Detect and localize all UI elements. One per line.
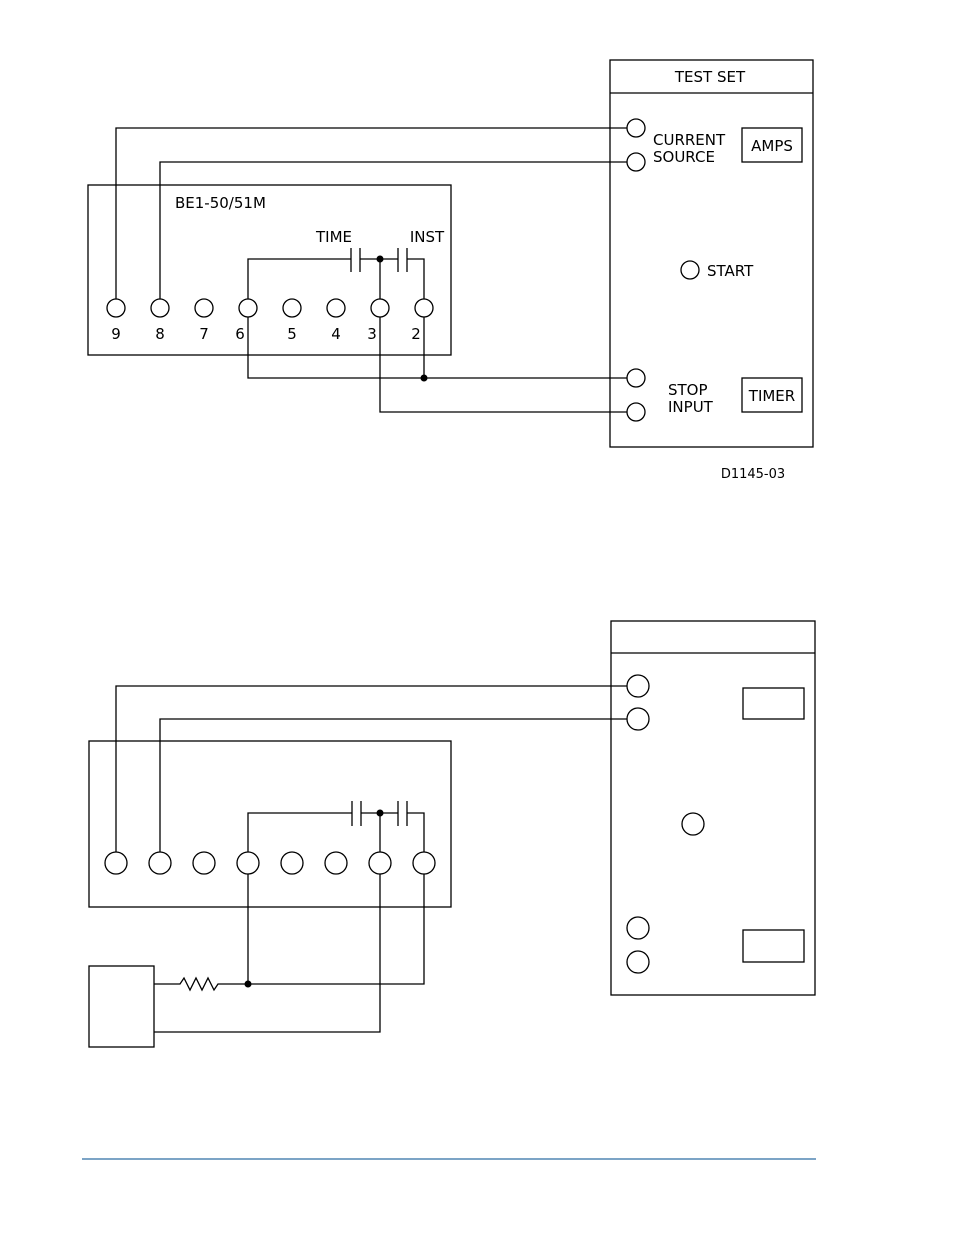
terminal-number: 3 (367, 325, 377, 343)
relay-terminal-2 (414, 298, 434, 318)
current-source-terminal-2 (626, 152, 646, 172)
figure-1-wiring (115, 127, 627, 413)
input-label: INPUT (668, 398, 714, 416)
test-set-box-2 (610, 620, 816, 996)
stop-label: STOP (668, 381, 708, 399)
amps-meter (741, 127, 803, 163)
wire-t6-to-time-contact (247, 812, 352, 852)
relay-terminal (324, 851, 348, 875)
stop-input-terminal-2 (626, 950, 650, 974)
relay-outline-2 (88, 740, 452, 908)
relay-terminal-5 (282, 298, 302, 318)
external-source-box (88, 965, 155, 1048)
relay-terminal-8 (150, 298, 170, 318)
wire-t9-to-current-source (115, 685, 627, 852)
time-inst-contacts (247, 248, 425, 299)
start-terminal (680, 260, 700, 280)
terminal-number: 9 (111, 325, 121, 343)
current-source-terminal-1 (626, 674, 650, 698)
wire-t3-to-source (154, 874, 381, 1033)
amps-meter-2 (742, 687, 805, 720)
timer-display (741, 377, 803, 413)
relay-terminal (412, 851, 436, 875)
wire-inst-contact-to-t2 (407, 258, 425, 299)
relay-terminal-numbers: 9 8 7 6 5 4 3 2 (111, 325, 421, 343)
figure-2-wiring (115, 685, 627, 1033)
test-set-outline-2 (610, 620, 816, 996)
junction-dot (376, 255, 384, 263)
wire-t9-to-current-source (115, 127, 627, 299)
test-set-box: TEST SET CURRENT SOURCE AMPS START STOP … (609, 59, 814, 448)
relay-terminal-4 (326, 298, 346, 318)
stop-input-terminal-1 (626, 368, 646, 388)
timer-display-2 (742, 929, 805, 963)
relay-label: BE1-50/51M (175, 194, 266, 212)
wire-t6-to-time-contact (247, 258, 351, 299)
relay-terminal (104, 851, 128, 875)
terminal-number: 5 (287, 325, 297, 343)
timer-label: TIMER (748, 387, 795, 405)
relay-terminal (368, 851, 392, 875)
time-contact-label: TIME (315, 228, 352, 246)
relay-terminal-9 (106, 298, 126, 318)
relay-terminal (280, 851, 304, 875)
relay-terminal-3 (370, 298, 390, 318)
terminal-number: 4 (331, 325, 341, 343)
wire-t8-to-current-source (159, 718, 627, 852)
stop-input-terminal-2 (626, 402, 646, 422)
wire-t3-to-stop-input (379, 317, 627, 413)
relay-terminal (192, 851, 216, 875)
terminal-number: 7 (199, 325, 209, 343)
figure-1: TEST SET CURRENT SOURCE AMPS START STOP … (87, 59, 814, 482)
amps-label: AMPS (751, 137, 793, 155)
relay-outline (87, 184, 452, 356)
start-terminal-2 (681, 812, 705, 836)
inst-contact-label: INST (410, 228, 445, 246)
wire-t6-to-stop-input (247, 317, 627, 379)
terminal-number: 6 (235, 325, 245, 343)
time-inst-contacts-2 (247, 801, 425, 852)
resistor (154, 976, 248, 992)
relay-terminals-2 (104, 851, 436, 875)
test-set-title: TEST SET (674, 68, 746, 86)
wire-t8-to-current-source (159, 161, 627, 299)
stop-input-terminal-1 (626, 916, 650, 940)
drawing-number: D1145-03 (721, 467, 785, 482)
relay-terminal (236, 851, 260, 875)
test-set-outline (609, 59, 814, 448)
terminal-number: 2 (411, 325, 421, 343)
start-label: START (707, 262, 754, 280)
current-source-terminal-1 (626, 118, 646, 138)
junction-dot (420, 374, 428, 382)
current-source-terminal-2 (626, 707, 650, 731)
source-label: SOURCE (653, 148, 715, 166)
relay-terminals (106, 298, 434, 318)
relay-terminal-7 (194, 298, 214, 318)
relay-box-2 (88, 740, 452, 908)
figure-2 (88, 620, 816, 1048)
relay-terminal (148, 851, 172, 875)
current-label: CURRENT (653, 131, 726, 149)
relay-box: BE1-50/51M TIME INST 9 8 7 6 5 4 3 (87, 184, 452, 356)
wire-t2-to-junction (248, 874, 425, 985)
relay-terminal-6 (238, 298, 258, 318)
junction-dot (376, 809, 384, 817)
terminal-number: 8 (155, 325, 165, 343)
wire-inst-contact-to-t2 (407, 812, 425, 852)
